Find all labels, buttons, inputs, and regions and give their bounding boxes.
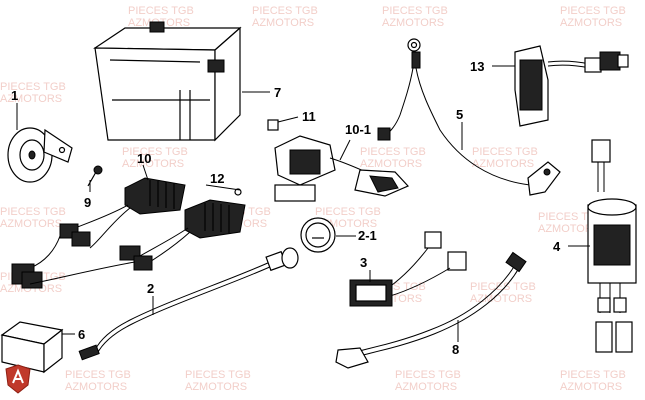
svg-text:AZMOTORS: AZMOTORS [122,158,184,170]
svg-text:AZMOTORS: AZMOTORS [538,223,600,235]
svg-text:PIECES TGB: PIECES TGB [470,281,536,293]
svg-text:PIECES TGB: PIECES TGB [0,81,66,93]
part-13-connector [349,231,467,307]
leader-lines [16,65,590,342]
label-11: 12 [210,171,224,186]
part-12-relay [514,45,629,127]
label-6: 8 [452,342,459,357]
svg-text:AZMOTORS: AZMOTORS [470,293,532,305]
svg-text:PIECES TGB: PIECES TGB [382,5,448,17]
part-3-cdi-unit [587,139,637,353]
azmotors-shield-logo-icon [5,364,31,394]
svg-text:AZMOTORS: AZMOTORS [252,17,314,29]
callout-labels: 1 7 9 10 11 10-1 12 5 13 4 2-1 2 3 6 8 [11,59,561,357]
svg-text:AZMOTORS: AZMOTORS [472,158,534,170]
label-4: 5 [456,107,463,122]
svg-text:PIECES TGB: PIECES TGB [128,5,194,17]
part-7-battery [93,21,242,142]
label-10-1: 11 [302,109,316,124]
svg-text:PIECES TGB: PIECES TGB [472,146,538,158]
label-7: 7 [274,85,281,100]
label-3: 4 [553,239,561,254]
svg-text:AZMOTORS: AZMOTORS [560,381,622,393]
part-6-ground-cable [335,251,527,369]
svg-text:PIECES TGB: PIECES TGB [395,369,461,381]
part-8-screw [87,165,103,187]
svg-text:PIECES TGB: PIECES TGB [560,5,626,17]
svg-text:PIECES TGB: PIECES TGB [360,146,426,158]
label-2: 2 [147,281,154,296]
svg-text:AZMOTORS: AZMOTORS [360,158,422,170]
label-5: 6 [78,327,85,342]
label-12: 13 [470,59,484,74]
svg-text:PIECES TGB: PIECES TGB [538,211,604,223]
label-10: 10-1 [345,122,371,137]
svg-text:PIECES TGB: PIECES TGB [185,369,251,381]
svg-text:PIECES TGB: PIECES TGB [252,5,318,17]
svg-text:AZMOTORS: AZMOTORS [0,93,62,105]
svg-text:AZMOTORS: AZMOTORS [65,381,127,393]
svg-text:AZMOTORS: AZMOTORS [560,17,622,29]
leader-9 [142,164,149,181]
svg-text:PIECES TGB: PIECES TGB [560,369,626,381]
svg-text:AZMOTORS: AZMOTORS [0,218,62,230]
svg-text:AZMOTORS: AZMOTORS [185,381,247,393]
svg-text:PIECES TGB: PIECES TGB [122,146,188,158]
part-5-box [0,321,64,374]
label-13: 3 [360,255,367,270]
leader-10 [339,139,351,161]
part-10-relay-box [267,119,410,202]
leader-11 [205,184,241,191]
svg-text:AZMOTORS: AZMOTORS [0,283,62,295]
svg-text:AZMOTORS: AZMOTORS [395,381,457,393]
leader-10-1 [277,116,299,123]
svg-text:PIECES TGB: PIECES TGB [0,206,66,218]
part-2-1-cap [300,217,336,253]
label-2-1: 2-1 [358,228,377,243]
label-1: 1 [11,88,18,103]
part-11-regulator [11,188,246,289]
label-9: 10 [137,151,151,166]
svg-text:AZMOTORS: AZMOTORS [382,17,444,29]
svg-text:PIECES TGB: PIECES TGB [65,369,131,381]
part-1-horn [7,127,73,183]
part-4-battery-cable [377,38,561,196]
part-9-regulator [59,177,186,249]
part-2-cable [78,247,299,361]
svg-text:PIECES TGB: PIECES TGB [315,206,381,218]
label-8: 9 [84,195,91,210]
